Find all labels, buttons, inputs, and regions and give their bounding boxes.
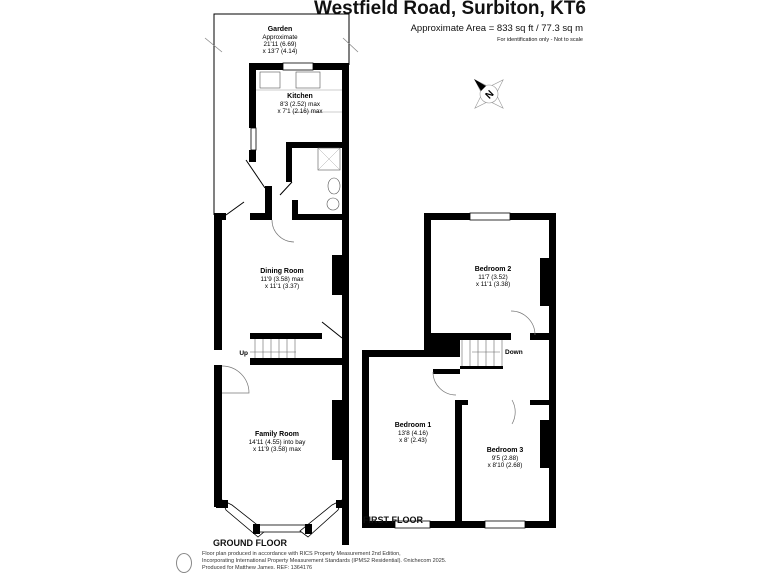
svg-text:13'8 (4.16): 13'8 (4.16)	[398, 430, 428, 437]
svg-text:x 11'1 (3.37): x 11'1 (3.37)	[265, 283, 299, 290]
svg-text:x 13'7 (4.14): x 13'7 (4.14)	[263, 48, 298, 55]
approximate-area: Approximate Area = 833 sq ft / 77.3 sq m	[410, 23, 583, 34]
stairs-down-label: Down	[505, 349, 523, 356]
svg-text:Bedroom 2: Bedroom 2	[475, 266, 512, 273]
svg-text:8'3 (2.52) max: 8'3 (2.52) max	[280, 101, 321, 108]
staircase-first	[460, 340, 503, 369]
svg-text:x 8' (2.43): x 8' (2.43)	[399, 437, 427, 444]
first-floor-plan: Down	[362, 212, 556, 529]
svg-text:x 11'1 (3.38): x 11'1 (3.38)	[476, 281, 510, 288]
svg-text:Approximate: Approximate	[262, 34, 298, 41]
svg-text:Dining Room: Dining Room	[260, 268, 304, 275]
footer-line: Incorporating International Property Mea…	[202, 558, 447, 564]
svg-text:x 7'1 (2.16) max: x 7'1 (2.16) max	[278, 108, 324, 115]
footer-line: Floor plan produced in accordance with R…	[202, 551, 401, 557]
compass-north-icon: N	[474, 79, 504, 109]
svg-text:14'11 (4.55) into bay: 14'11 (4.55) into bay	[249, 439, 307, 446]
svg-text:Kitchen: Kitchen	[287, 93, 313, 100]
svg-text:Garden: Garden	[268, 26, 293, 33]
svg-text:11'9 (3.58) max: 11'9 (3.58) max	[260, 276, 304, 283]
room-label-bedroom-2: Bedroom 2 11'7 (3.52) x 11'1 (3.38)	[475, 266, 512, 288]
room-label-kitchen: Kitchen 8'3 (2.52) max x 7'1 (2.16) max	[278, 93, 324, 115]
staircase-ground	[250, 339, 296, 358]
footer-disclaimer: Floor plan produced in accordance with R…	[202, 551, 446, 572]
svg-text:11'7 (3.52): 11'7 (3.52)	[478, 274, 507, 281]
svg-text:x 8'10 (2.68): x 8'10 (2.68)	[488, 462, 523, 469]
stairs-up-label: Up	[239, 350, 248, 357]
info-icon	[176, 553, 192, 573]
room-label-bedroom-1: Bedroom 1 13'8 (4.16) x 8' (2.43)	[395, 422, 432, 444]
room-label-garden: Garden Approximate 21'11 (6.69) x 13'7 (…	[262, 26, 298, 55]
room-label-family-room: Family Room 14'11 (4.55) into bay x 11'9…	[249, 431, 307, 453]
scale-note: For identification only - Not to scale	[497, 37, 583, 43]
svg-text:Bedroom 3: Bedroom 3	[487, 447, 524, 454]
ground-floor-plan: Up	[204, 13, 359, 545]
property-title: Westfield Road, Surbiton, KT6	[314, 0, 586, 19]
svg-text:9'5 (2.88): 9'5 (2.88)	[492, 455, 518, 462]
first-floor-label: FIRST FLOOR	[363, 515, 423, 525]
svg-text:x 11'9 (3.58) max: x 11'9 (3.58) max	[253, 446, 302, 453]
svg-text:Bedroom 1: Bedroom 1	[395, 422, 432, 429]
footer-line: Produced for Matthew James. REF: 1364176	[202, 565, 313, 571]
svg-text:Family Room: Family Room	[255, 431, 299, 438]
room-label-bedroom-3: Bedroom 3 9'5 (2.88) x 8'10 (2.68)	[487, 447, 524, 469]
svg-text:21'11 (6.69): 21'11 (6.69)	[264, 41, 297, 48]
ground-floor-label: GROUND FLOOR	[213, 538, 287, 548]
room-label-dining-room: Dining Room 11'9 (3.58) max x 11'1 (3.37…	[260, 268, 304, 290]
